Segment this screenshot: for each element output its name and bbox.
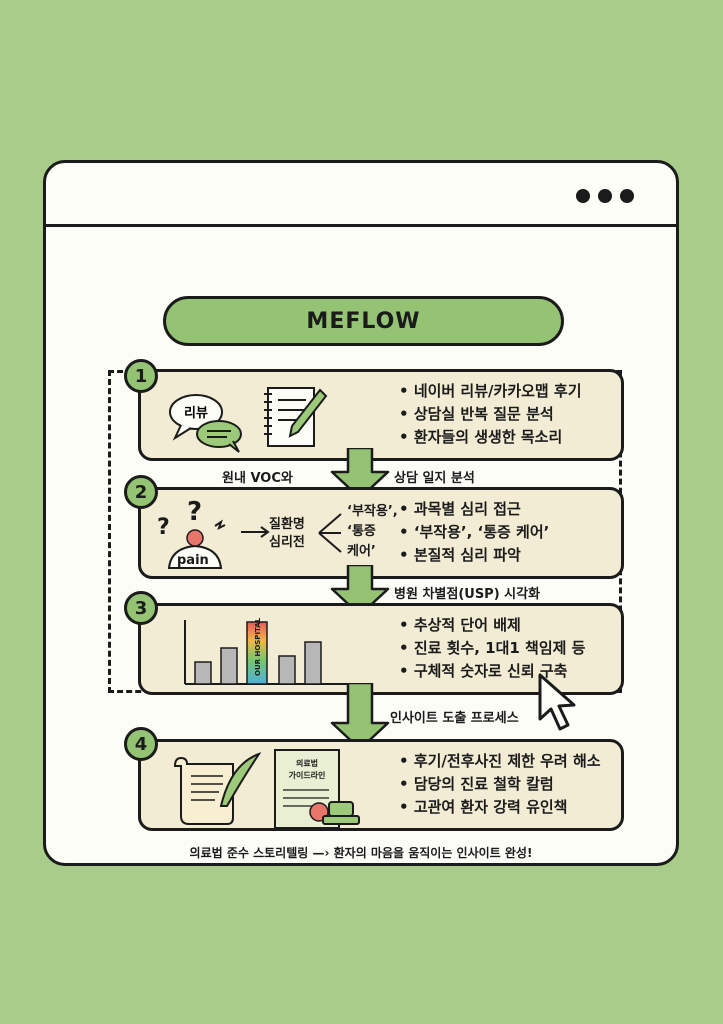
flow-label: ‘부작용’,: [347, 504, 398, 519]
mouse-cursor-icon: [538, 673, 576, 731]
certificate-label-2: 가이드라인: [289, 770, 326, 780]
flow-label: 질환명: [269, 517, 305, 532]
list-item: 추상적 단어 배제: [399, 614, 585, 637]
list-item: 고관여 환자 강력 유인책: [399, 796, 601, 819]
connector-label-left: 원내 VOC와: [222, 471, 293, 486]
window-dot-icon[interactable]: [620, 189, 634, 203]
arrow-right-icon: —›: [312, 846, 334, 860]
flow-right-labels: ‘부작용’, ‘통증 케어’: [347, 502, 398, 562]
step-card-4: 의료법 가이드라인 후기/전후사진 제한 우려 해소 담당의 진료 철학 칼럼 …: [138, 739, 624, 831]
flow-left-labels: 질환명 심리전: [269, 516, 305, 552]
step-number-badge: 2: [124, 475, 158, 509]
list-item: 네이버 리뷰/카카오맵 후기: [399, 380, 582, 403]
branch-arrows-icon: [318, 513, 342, 553]
connector-label: 병원 차별점(USP) 시각화: [394, 587, 541, 602]
step-card-2: ? ? pain 질환명 심리전 ‘부작용’, ‘통증 케어’ 과목별 심리 접…: [138, 487, 624, 579]
speech-bubbles-icon: 리뷰: [169, 394, 242, 453]
bar-chart-icon: OUR HOSPITAL: [184, 617, 349, 685]
list-item: 후기/전후사진 제한 우려 해소: [399, 750, 601, 773]
list-item: 진료 횟수, 1대1 책임제 등: [399, 637, 586, 660]
step-1-bullets: 네이버 리뷰/카카오맵 후기 상담실 반복 질문 분석 환자들의 생생한 목소리: [399, 380, 582, 449]
step-number-badge: 3: [124, 591, 158, 625]
list-item: 담당의 진료 철학 칼럼: [399, 773, 601, 796]
pain-label: pain: [177, 553, 209, 568]
flow-label: ‘통증: [347, 524, 376, 539]
footer-left: 의료법 준수 스토리텔링: [189, 846, 309, 860]
step-number-badge: 4: [124, 727, 158, 761]
svg-text:?: ?: [187, 497, 202, 527]
pain-figure-icon: ? ? pain: [157, 497, 226, 569]
window-dot-icon[interactable]: [576, 189, 590, 203]
list-item: ‘부작용’, ‘통증 케어’: [399, 521, 550, 544]
list-item: 구체적 숫자로 신뢰 구축: [399, 660, 585, 683]
flow-label: 케어’: [347, 544, 376, 559]
step-card-1: 리뷰 네이버 리뷰/카카오맵 후기 상담실 반복 질문 분석 환자들의 생생한 …: [138, 369, 624, 461]
list-item: 과목별 심리 접근: [399, 498, 549, 521]
page-title: MEFLOW: [163, 296, 564, 346]
certificate-stamp-icon: 의료법 가이드라인: [274, 749, 360, 829]
step-4-bullets: 후기/전후사진 제한 우려 해소 담당의 진료 철학 칼럼 고관여 환자 강력 …: [399, 750, 601, 819]
arrow-right-icon: [241, 526, 270, 538]
bubble-label: 리뷰: [184, 405, 208, 421]
list-item: 본질적 심리 파악: [399, 544, 549, 567]
scroll-quill-icon: [173, 752, 261, 825]
flow-label: 심리전: [269, 535, 305, 550]
connector-label-right: 상담 일지 분석: [394, 471, 475, 486]
connector-label: 인사이트 도출 프로세스: [390, 711, 519, 726]
down-arrow-icon: [330, 565, 390, 617]
step-2-bullets: 과목별 심리 접근 ‘부작용’, ‘통증 케어’ 본질적 심리 파악: [399, 498, 550, 567]
footer-right: 환자의 마음을 움직이는 인사이트 완성!: [333, 846, 533, 860]
down-arrow-icon: [330, 448, 390, 500]
browser-window: MEFLOW 리뷰 네이버 리뷰/카카오맵 후기 상담실 반복: [43, 160, 679, 866]
list-item: 상담실 반복 질문 분석: [399, 403, 582, 426]
step-number-badge: 1: [124, 359, 158, 393]
list-item: 환자들의 생생한 목소리: [399, 426, 582, 449]
notepad-pen-icon: [264, 387, 328, 447]
window-titlebar: [46, 163, 676, 227]
svg-text:?: ?: [157, 515, 170, 540]
certificate-label-1: 의료법: [296, 758, 318, 768]
step-3-bullets: 추상적 단어 배제 진료 횟수, 1대1 책임제 등 구체적 숫자로 신뢰 구축: [399, 614, 586, 683]
window-dot-icon[interactable]: [598, 189, 612, 203]
footer-caption: 의료법 준수 스토리텔링 —› 환자의 마음을 움직이는 인사이트 완성!: [46, 844, 676, 861]
bar-label: OUR HOSPITAL: [254, 617, 262, 676]
down-arrow-icon: [330, 683, 390, 751]
